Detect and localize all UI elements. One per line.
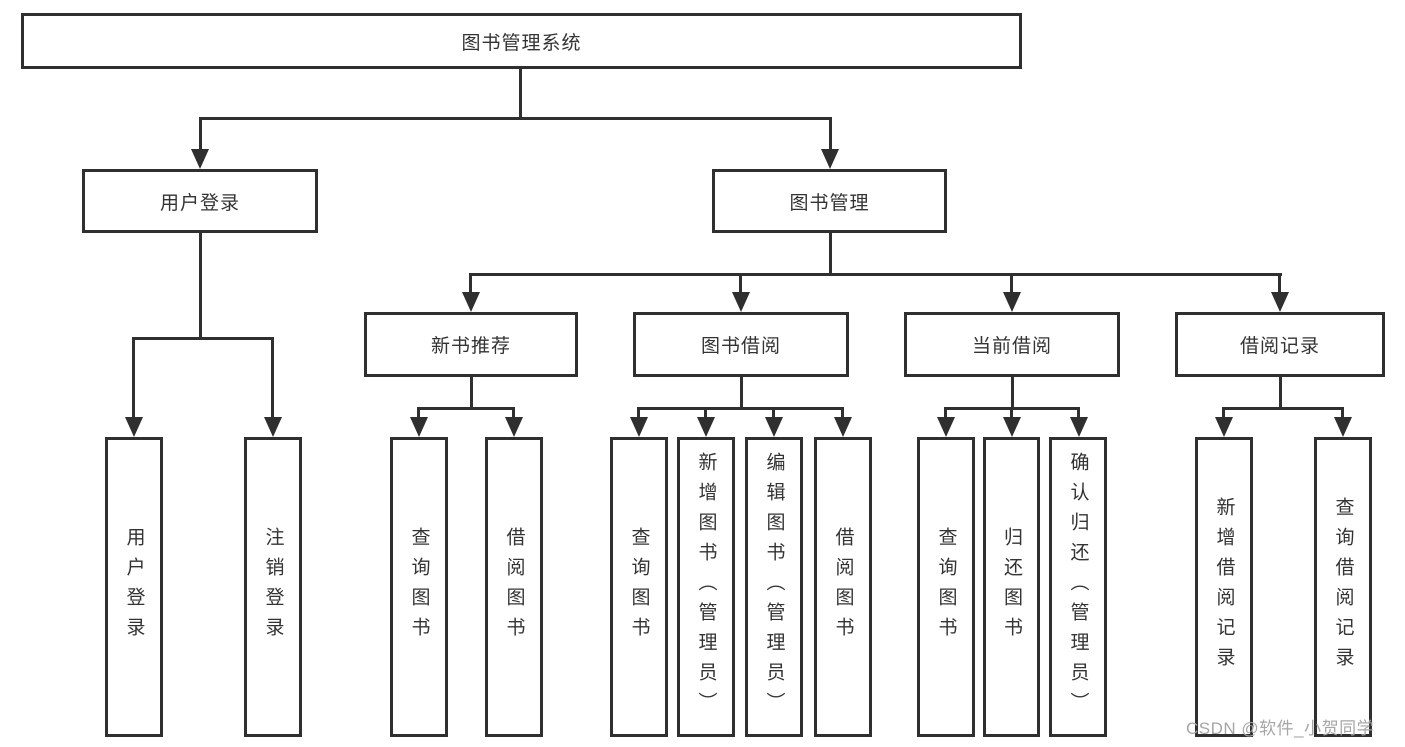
arrow-down-icon: [264, 417, 282, 437]
arrow-down-icon: [765, 417, 783, 437]
connector-book-mgmt-stem: [829, 233, 832, 273]
connector-stub: [944, 407, 947, 425]
connector-stub: [1341, 407, 1344, 425]
connector-user-login-rail: [133, 337, 274, 340]
connector-rail: [417, 407, 515, 410]
arrow-down-icon: [1003, 292, 1021, 312]
connector-stub: [1278, 273, 1281, 295]
leaf-label: 新增图书（管理员）: [695, 452, 717, 722]
node-user-login-label: 用户登录: [159, 192, 240, 214]
node-new-book-recommend-label: 新书推荐: [430, 336, 511, 357]
connector-stub: [1010, 273, 1013, 295]
connector-stub: [417, 407, 420, 425]
arrow-down-icon: [191, 149, 209, 169]
connector-stub: [469, 273, 472, 295]
arrow-down-icon: [1271, 292, 1289, 312]
node-user-login: 用户登录: [82, 169, 318, 233]
node-current-borrow-label: 当前借阅: [971, 336, 1052, 357]
connector-rail: [1222, 407, 1344, 410]
arrow-down-icon: [732, 292, 750, 312]
connector-stub: [739, 273, 742, 295]
arrow-down-icon: [834, 417, 852, 437]
connector-book-mgmt-rail: [469, 273, 1282, 276]
arrow-down-icon: [937, 417, 955, 437]
node-new-book-recommend: 新书推荐: [364, 312, 578, 377]
leaf-add-borrow-record: 新增借阅记录: [1195, 437, 1253, 737]
connector-stub: [841, 407, 844, 425]
leaf-add-books-admin: 新增图书（管理员）: [677, 437, 735, 737]
connector-stem: [740, 377, 743, 407]
connector-stub: [199, 117, 202, 152]
connector-stub: [512, 407, 515, 425]
node-root: 图书管理系统: [21, 13, 1022, 69]
leaf-label: 查询图书: [935, 527, 957, 647]
connector-user-login-stem: [199, 233, 202, 337]
leaf-label: 归还图书: [1001, 527, 1022, 647]
arrow-down-icon: [462, 292, 480, 312]
connector-stem: [1279, 377, 1282, 407]
leaf-label: 新增借阅记录: [1213, 497, 1235, 677]
connector-stem: [470, 377, 473, 407]
leaf-label: 查询借阅记录: [1332, 497, 1354, 677]
node-borrow-records: 借阅记录: [1175, 312, 1385, 377]
connector-stub: [1077, 407, 1080, 425]
connector-stub: [271, 337, 274, 425]
connector-stub: [637, 407, 640, 425]
leaf-borrow-books-2: 借阅图书: [814, 437, 872, 737]
connector-stub: [772, 407, 775, 425]
arrow-down-icon: [1003, 417, 1021, 437]
leaf-label: 借阅图书: [503, 527, 525, 647]
connector-root-stem: [519, 69, 522, 117]
leaf-label: 确认归还（管理员）: [1067, 452, 1089, 722]
leaf-label: 编辑图书（管理员）: [763, 452, 785, 722]
arrow-down-icon: [505, 417, 523, 437]
connector-stub: [829, 117, 832, 152]
leaf-query-books-3: 查询图书: [917, 437, 975, 737]
leaf-query-books-2: 查询图书: [610, 437, 668, 737]
node-root-label: 图书管理系统: [461, 32, 582, 54]
leaf-logout: 注销登录: [244, 437, 302, 737]
leaf-label: 用户登录: [123, 527, 145, 647]
arrow-down-icon: [125, 417, 143, 437]
arrow-down-icon: [1215, 417, 1233, 437]
leaf-query-borrow-record: 查询借阅记录: [1314, 437, 1372, 737]
leaf-edit-books-admin: 编辑图书（管理员）: [745, 437, 803, 737]
leaf-query-books-1: 查询图书: [390, 437, 448, 737]
connector-stub: [132, 337, 135, 425]
leaf-label: 查询图书: [628, 527, 650, 647]
arrow-down-icon: [1070, 417, 1088, 437]
leaf-user-login: 用户登录: [105, 437, 163, 737]
leaf-label: 查询图书: [408, 527, 430, 647]
connector-stub: [704, 407, 707, 425]
node-book-borrow: 图书借阅: [633, 312, 849, 377]
arrow-down-icon: [1334, 417, 1352, 437]
node-book-borrow-label: 图书借阅: [700, 336, 781, 357]
leaf-label: 借阅图书: [832, 527, 854, 647]
connector-stem: [1011, 377, 1014, 407]
connector-stub: [1010, 407, 1013, 425]
leaf-label: 注销登录: [262, 527, 284, 647]
arrow-down-icon: [410, 417, 428, 437]
arrow-down-icon: [697, 417, 715, 437]
connector-level1-rail: [199, 117, 832, 120]
csdn-watermark: CSDN @软件_小贺同学: [1186, 719, 1375, 738]
leaf-borrow-books-1: 借阅图书: [485, 437, 543, 737]
node-borrow-records-label: 借阅记录: [1239, 336, 1320, 357]
node-book-management-label: 图书管理: [789, 192, 870, 214]
node-current-borrow: 当前借阅: [904, 312, 1120, 377]
arrow-down-icon: [630, 417, 648, 437]
connector-rail: [637, 407, 844, 410]
node-book-management: 图书管理: [712, 169, 947, 233]
leaf-return-books: 归还图书: [983, 437, 1040, 737]
leaf-confirm-return-admin: 确认归还（管理员）: [1049, 437, 1107, 737]
connector-stub: [1222, 407, 1225, 425]
arrow-down-icon: [821, 149, 839, 169]
